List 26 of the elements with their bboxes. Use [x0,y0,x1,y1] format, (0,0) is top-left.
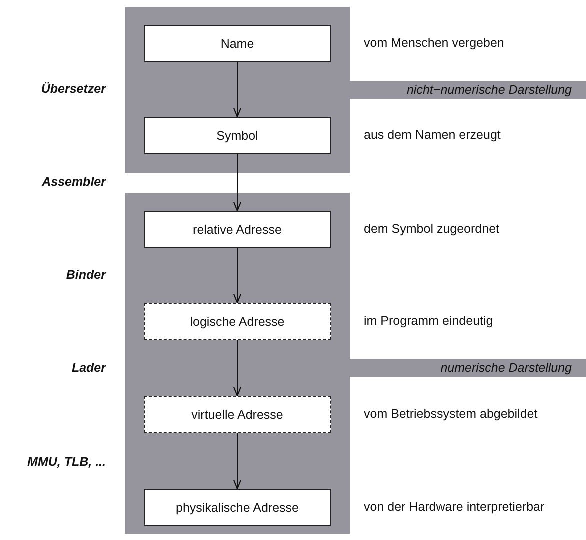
description-text: dem Symbol zugeordnet [364,222,500,236]
process-box: relative Adresse [144,211,331,248]
process-box: physikalische Adresse [144,489,331,526]
arrow [233,154,242,212]
arrow [233,432,242,490]
process-box: Name [144,25,331,62]
stage-label: Lader [72,361,106,375]
stage-label: Binder [66,268,106,282]
arrow [233,248,242,304]
panel-background [125,7,350,173]
description-text: vom Betriebssystem abgebildet [364,406,538,420]
panel-background [125,193,350,534]
stage-label: Übersetzer [41,82,106,96]
category-band: nicht−numerische Darstellung [350,81,586,99]
stage-label: MMU, TLB, ... [28,455,106,469]
dashed-process-box: logische Adresse [144,303,331,340]
description-text: vom Menschen vergeben [364,36,504,50]
arrow [233,340,242,397]
description-text: im Programm eindeutig [364,314,494,328]
process-box: Symbol [144,117,331,154]
dashed-process-box: virtuelle Adresse [144,396,331,433]
category-band: numerische Darstellung [350,359,586,377]
description-text: aus dem Namen erzeugt [364,128,501,142]
description-text: von der Hardware interpretierbar [364,500,545,514]
arrow [233,62,242,118]
stage-label: Assembler [42,175,106,189]
